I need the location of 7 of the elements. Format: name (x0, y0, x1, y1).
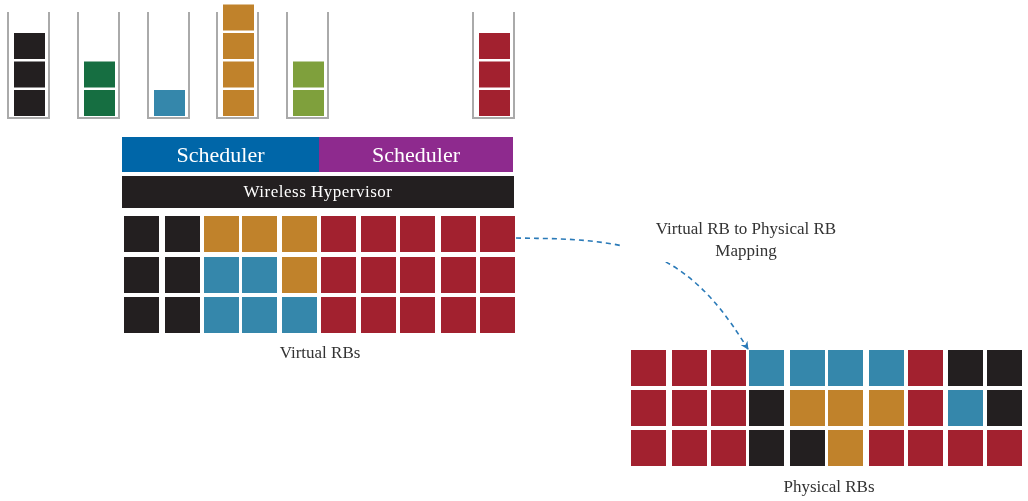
resource-block-grid (124, 216, 515, 333)
scheduler-bar: Scheduler (122, 137, 319, 172)
scheduler-bar: Scheduler (319, 137, 513, 172)
grid-caption: Physical RBs (782, 477, 876, 497)
hypervisor-bar: Wireless Hypervisor (122, 176, 514, 208)
resource-block-grid (631, 350, 1022, 466)
grid-caption: Virtual RBs (278, 343, 362, 363)
